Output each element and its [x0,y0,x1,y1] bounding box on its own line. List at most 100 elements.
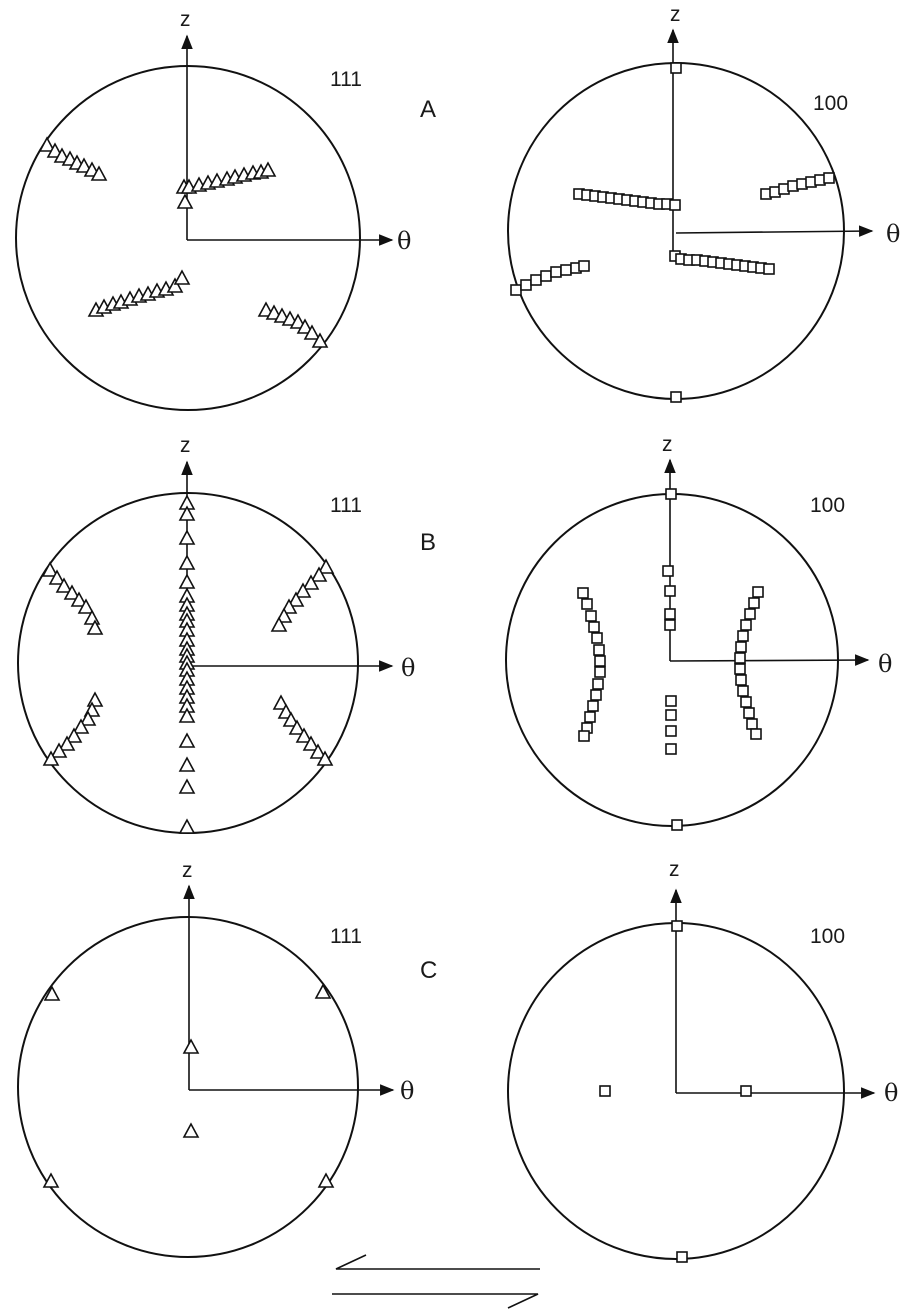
stereonet-circle [17,916,359,1258]
triangle-pole-marker [90,165,108,181]
triangle-pole-marker [48,569,66,585]
pole-figure-a-111: z θ 111 [15,8,411,411]
square-markers [577,488,764,831]
triangle-pole-marker [178,505,196,521]
square-pole-marker [590,689,602,701]
triangle-pole-marker [303,324,321,340]
square-pole-marker [664,608,676,620]
theta-axis-label: θ [397,227,411,255]
z-axis-label: z [669,858,680,881]
triangle-pole-marker [55,577,73,593]
square-markers [599,920,752,1263]
theta-axis-label: θ [886,220,900,248]
square-pole-marker [664,619,676,631]
square-pole-marker [591,632,603,644]
square-pole-marker [520,279,532,291]
triangle-pole-marker [259,161,277,177]
triangle-pole-marker [42,750,60,766]
square-pole-marker [530,274,542,286]
theta-axis [669,654,870,666]
square-pole-marker [664,585,676,597]
triangle-pole-marker [302,735,320,751]
theta-axis-label: θ [878,650,892,678]
triangle-pole-marker [317,1172,335,1188]
square-pole-marker [560,264,572,276]
square-pole-marker [752,586,764,598]
pole-figure-c-100: z θ 100 [507,858,898,1263]
triangle-pole-marker [302,574,320,590]
row-a: z θ 111 A z θ 100 [15,3,900,411]
triangle-pole-marker [178,554,196,570]
stereonet-circle [15,65,361,411]
triangle-pole-marker [178,778,196,794]
triangle-pole-marker [182,1038,200,1054]
square-pole-marker [577,587,589,599]
lower-half-arrow [332,1293,539,1309]
triangle-pole-marker [65,727,83,743]
square-pole-marker [734,663,746,675]
square-pole-marker [737,630,749,642]
triangle-pole-marker [280,598,298,614]
square-pole-marker [746,718,758,730]
triangle-pole-marker [270,616,288,632]
triangle-pole-marker [166,277,184,293]
square-pole-marker [750,728,762,740]
triangle-pole-marker [79,710,97,726]
square-pole-marker [581,598,593,610]
square-pole-marker [735,674,747,686]
square-pole-marker [578,260,590,272]
square-pole-marker [578,730,590,742]
pole-label: 111 [330,494,362,517]
triangle-pole-marker [182,1122,200,1138]
triangle-pole-marker [309,743,327,759]
pole-figure-b-111: z θ 111 [17,434,415,834]
z-axis-label: z [180,434,191,457]
triangle-pole-marker [173,269,191,285]
square-pole-marker [662,565,674,577]
square-pole-marker [510,284,522,296]
triangle-pole-marker [316,750,334,766]
triangle-pole-marker [86,619,104,635]
square-pole-marker [585,610,597,622]
triangle-pole-marker [63,584,81,600]
pole-label: 100 [810,494,845,517]
square-pole-marker [748,597,760,609]
square-pole-marker [665,709,677,721]
square-pole-marker [594,655,606,667]
triangle-pole-marker [178,573,196,589]
square-markers [510,62,835,403]
triangle-pole-marker [75,157,93,173]
triangle-pole-marker [178,818,196,834]
square-pole-marker [740,1085,752,1097]
pole-figure-b-100: z θ 100 [505,433,892,831]
square-pole-marker [676,1251,688,1263]
square-pole-marker [592,678,604,690]
z-axis-label: z [670,3,681,26]
triangle-pole-marker [77,598,95,614]
square-pole-marker [763,263,775,275]
triangle-pole-marker [295,727,313,743]
triangle-pole-marker [50,742,68,758]
square-pole-marker [587,700,599,712]
triangle-markers [42,983,335,1188]
square-pole-marker [670,62,682,74]
row-label-a: A [420,96,436,123]
triangle-pole-marker [178,756,196,772]
row-label-b: B [420,529,436,556]
square-pole-marker [593,644,605,656]
triangle-pole-marker [178,529,196,545]
square-pole-marker [734,652,746,664]
triangle-pole-marker [314,983,332,999]
triangle-pole-marker [86,691,104,707]
theta-axis [675,225,874,237]
square-pole-marker [737,685,749,697]
square-pole-marker [670,391,682,403]
row-b: z θ 111 B z θ 100 [17,433,892,834]
theta-axis-label: θ [401,654,415,682]
square-pole-marker [550,266,562,278]
z-axis-label: z [182,859,193,882]
triangle-pole-marker [58,735,76,751]
z-axis-label: z [180,8,191,31]
triangle-pole-marker [70,591,88,607]
